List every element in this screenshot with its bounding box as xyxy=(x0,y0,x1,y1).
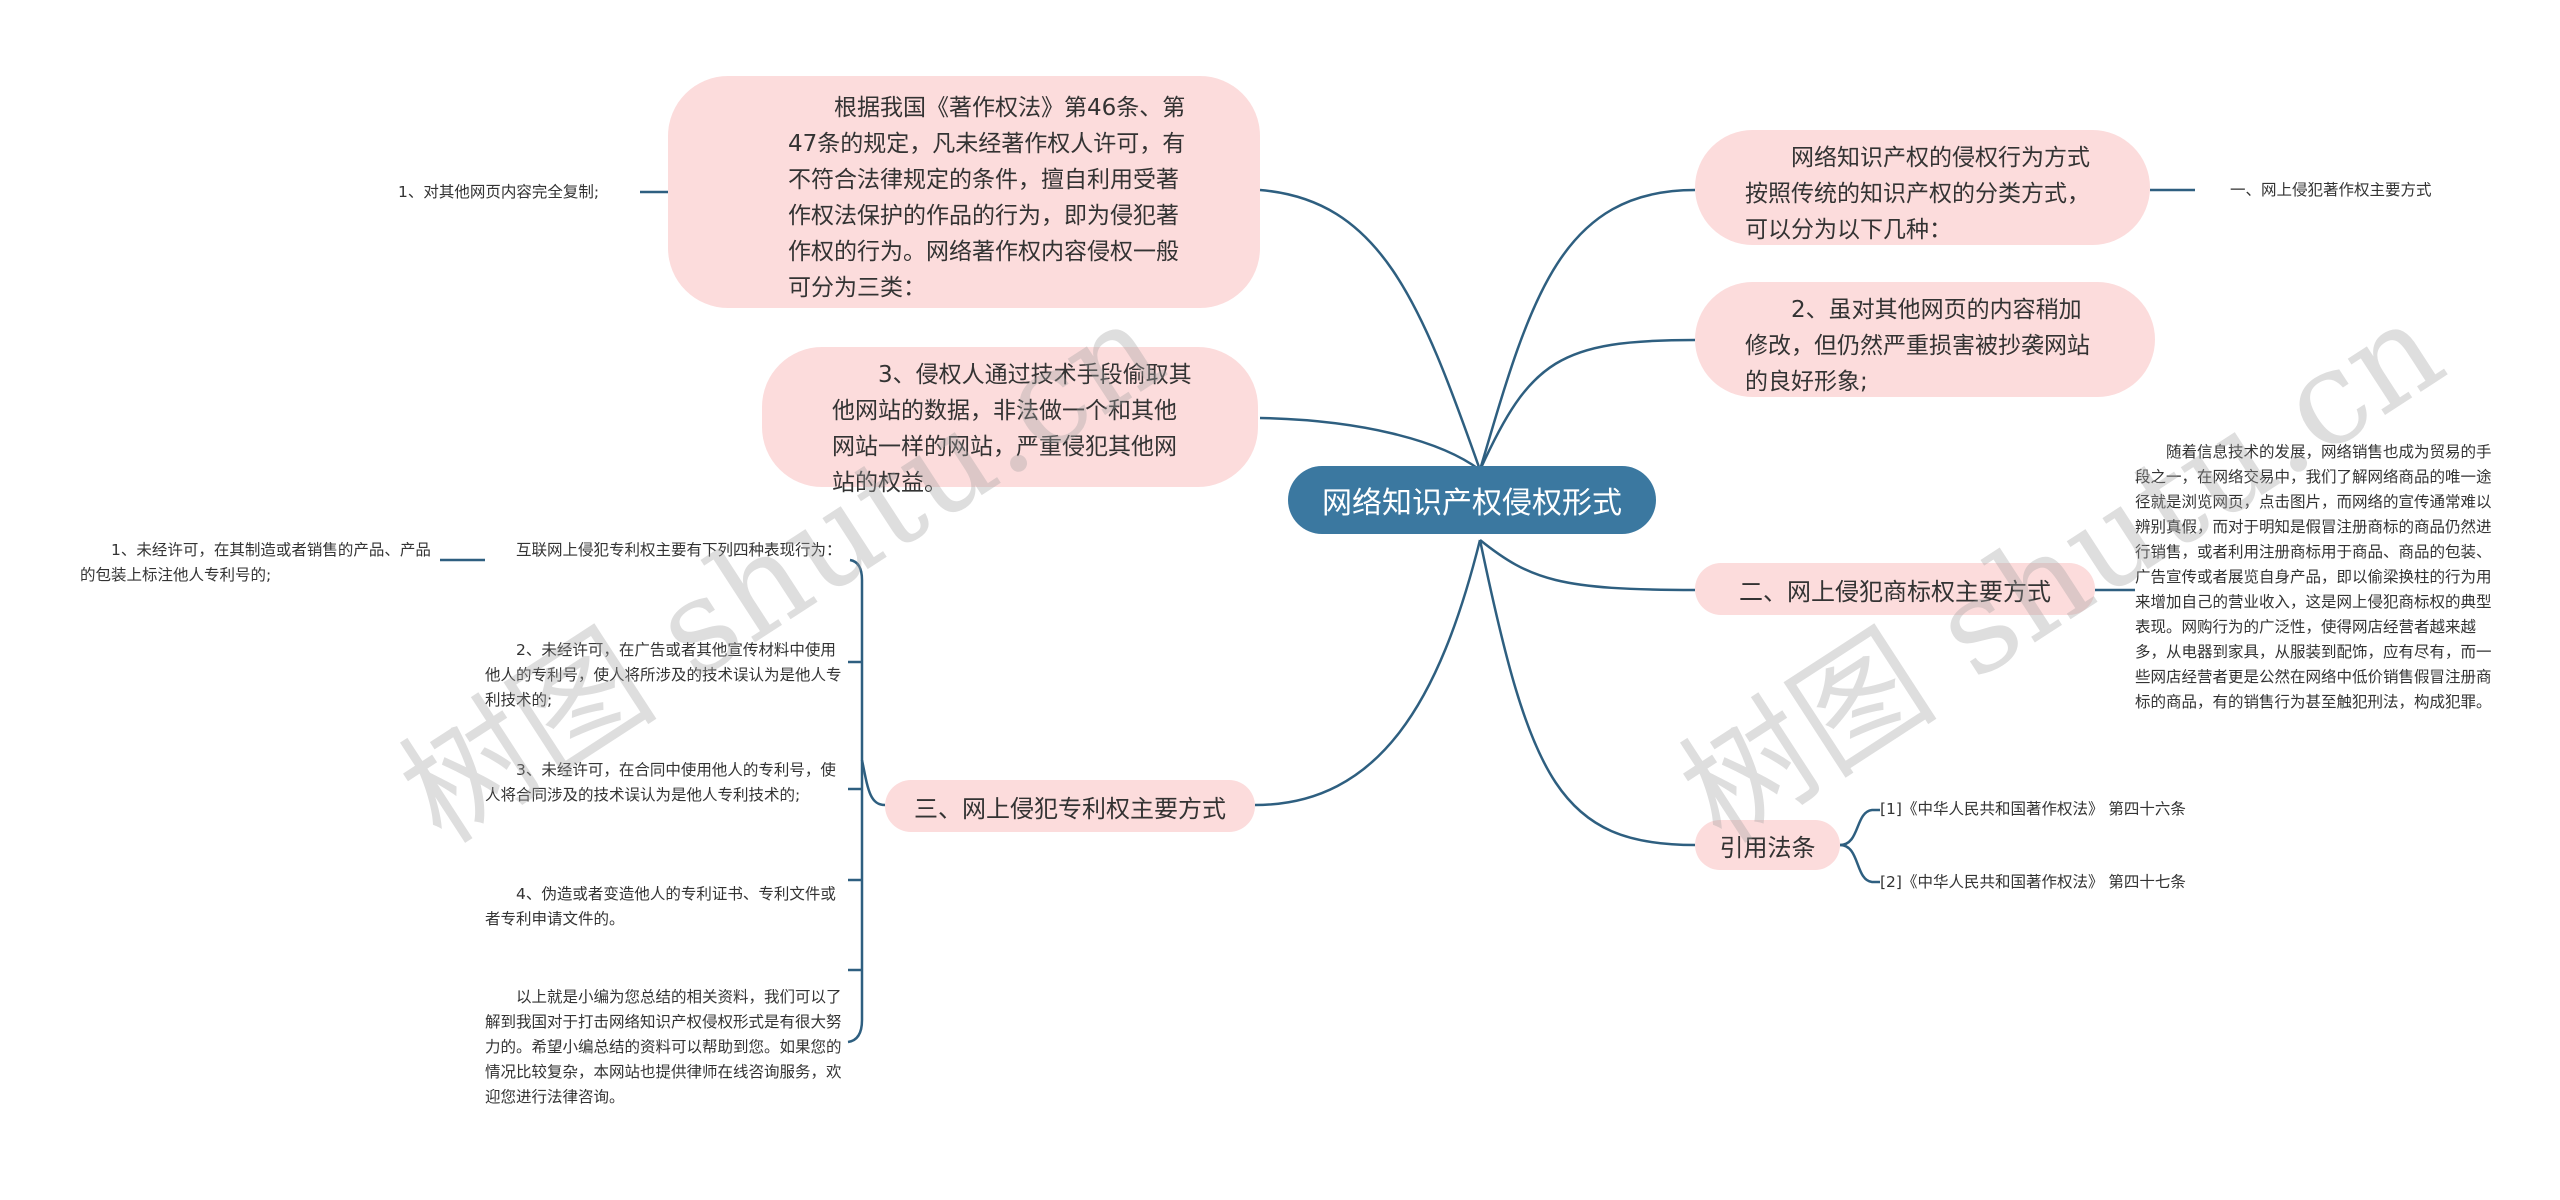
node-trademark-methods[interactable]: 二、网上侵犯商标权主要方式 xyxy=(1695,563,2095,615)
node-copyright-law[interactable]: 根据我国《著作权法》第46条、第47条的规定，凡未经著作权人许可，有不符合法律规… xyxy=(668,76,1260,308)
node-modify-copy[interactable]: 2、虽对其他网页的内容稍加修改，但仍然严重损害被抄袭网站的良好形象; xyxy=(1695,282,2155,397)
node-patent-methods[interactable]: 三、网上侵犯专利权主要方式 xyxy=(885,780,1255,832)
root-topic[interactable]: 网络知识产权侵权形式 xyxy=(1288,466,1656,534)
trademark-description: 随着信息技术的发展，网络销售也成为贸易的手段之一，在网络交易中，我们了解网络商品… xyxy=(2135,443,2492,711)
patent-item-2: 2、未经许可，在广告或者其他宣传材料中使用他人的专利号，使人将所涉及的技术误认为… xyxy=(485,641,842,709)
node-tech-theft[interactable]: 3、侵权人通过技术手段偷取其他网站的数据，非法做一个和其他网站一样的网站，严重侵… xyxy=(762,347,1258,496)
patent-label: 三、网上侵犯专利权主要方式 xyxy=(914,794,1226,823)
leaf-copyright-methods: 一、网上侵犯著作权主要方式 xyxy=(2230,181,2432,199)
leaf-full-copy: 1、对其他网页内容完全复制; xyxy=(398,183,600,201)
citation-2: [2]《中华人民共和国著作权法》 第四十七条 xyxy=(1880,873,2186,891)
patent-sub-item-1: 1、未经许可，在其制造或者销售的产品、产品的包装上标注他人专利号的; xyxy=(80,541,431,584)
root-title: 网络知识产权侵权形式 xyxy=(1322,486,1622,521)
patent-item-summary: 以上就是小编为您总结的相关资料，我们可以了解到我国对于打击网络知识产权侵权形式是… xyxy=(485,988,842,1106)
patent-item-3: 3、未经许可，在合同中使用他人的专利号，使人将合同涉及的技术误认为是他人专利技术… xyxy=(485,761,836,804)
patent-item-intro: 互联网上侵犯专利权主要有下列四种表现行为： xyxy=(485,541,842,559)
citations-label: 引用法条 xyxy=(1719,833,1816,862)
citation-1: [1]《中华人民共和国著作权法》 第四十六条 xyxy=(1880,800,2186,818)
node-citations[interactable]: 引用法条 xyxy=(1695,820,1840,870)
trademark-label: 二、网上侵犯商标权主要方式 xyxy=(1739,577,2051,606)
node-infringement-methods[interactable]: 网络知识产权的侵权行为方式按照传统的知识产权的分类方式，可以分为以下几种： xyxy=(1695,130,2150,245)
patent-item-4: 4、伪造或者变造他人的专利证书、专利文件或者专利申请文件的。 xyxy=(485,885,836,928)
